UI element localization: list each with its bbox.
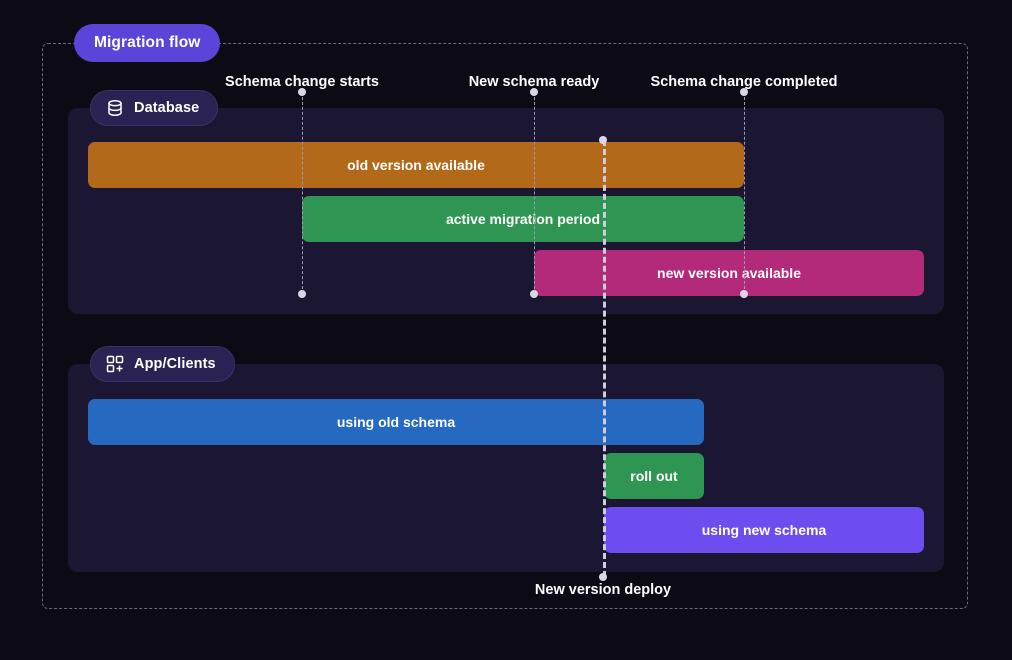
lane-badge-database-label: Database <box>134 100 200 116</box>
deploy-marker-line <box>603 140 606 577</box>
database-icon <box>105 98 125 118</box>
bar-label: old version available <box>347 157 485 173</box>
bar-label: new version available <box>657 265 801 281</box>
marker-dot-top-0 <box>298 88 306 96</box>
bar-label: roll out <box>630 468 678 484</box>
deploy-marker-label: New version deploy <box>534 582 672 598</box>
lane-badge-database: Database <box>90 90 219 126</box>
grid-plus-icon <box>105 354 125 374</box>
bar-database-0[interactable]: old version available <box>88 142 744 188</box>
diagram-title-chip: Migration flow <box>74 24 221 62</box>
bar-app-clients-2[interactable]: using new schema <box>604 507 924 553</box>
deploy-marker-dot-bottom <box>599 573 607 581</box>
bar-database-1[interactable]: active migration period <box>302 196 744 242</box>
bar-app-clients-1[interactable]: roll out <box>604 453 704 499</box>
marker-line-2 <box>744 92 745 294</box>
bar-label: active migration period <box>445 211 601 227</box>
marker-line-1 <box>534 92 535 294</box>
lane-badge-app-clients: App/Clients <box>90 346 235 382</box>
lane-badge-app-clients-label: App/Clients <box>134 356 216 372</box>
marker-dot-bottom-2 <box>740 290 748 298</box>
marker-line-0 <box>302 92 303 294</box>
diagram-outer-frame <box>42 43 968 609</box>
diagram-title-label: Migration flow <box>94 34 201 51</box>
marker-label-1: New schema ready <box>468 74 600 90</box>
marker-label-0: Schema change starts <box>225 74 379 90</box>
marker-dot-bottom-1 <box>530 290 538 298</box>
marker-dot-top-2 <box>740 88 748 96</box>
bar-database-2[interactable]: new version available <box>534 250 924 296</box>
bar-label: using old schema <box>336 414 456 430</box>
marker-dot-top-1 <box>530 88 538 96</box>
deploy-marker-dot-top <box>599 136 607 144</box>
bar-label: using new schema <box>701 522 827 538</box>
marker-dot-bottom-0 <box>298 290 306 298</box>
marker-label-2: Schema change completed <box>650 74 838 90</box>
bar-app-clients-0[interactable]: using old schema <box>88 399 704 445</box>
